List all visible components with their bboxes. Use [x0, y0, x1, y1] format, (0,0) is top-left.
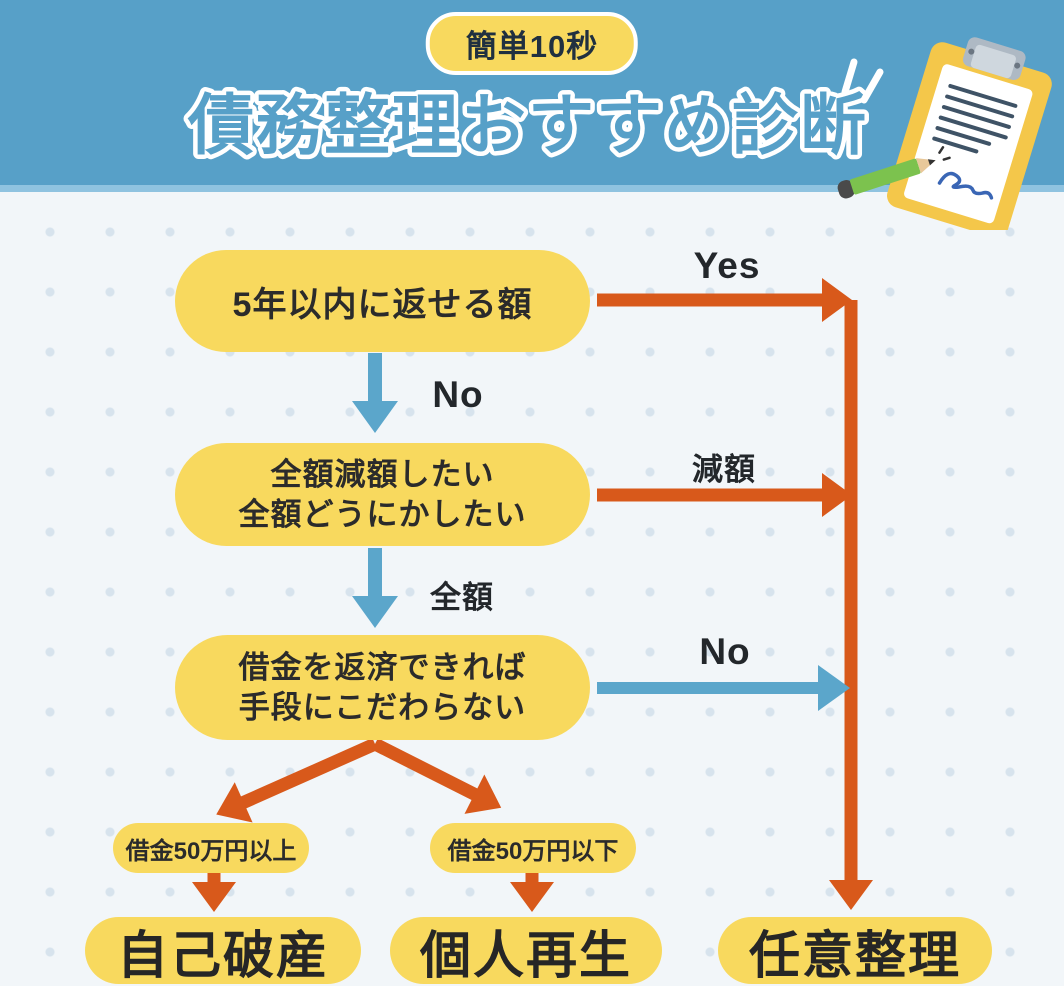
question-2-line1: 全額減額したい	[270, 456, 495, 492]
page-title: 債務整理おすすめ診断	[187, 88, 868, 162]
clipboard-board	[887, 37, 1052, 230]
result-kojin-saisei: 個人再生	[390, 917, 662, 984]
page-title-svg: 債務整理おすすめ診断	[183, 84, 871, 167]
question-3-line1: 借金を返済できれば	[238, 649, 527, 685]
paper-text-lines	[932, 83, 1018, 154]
clipboard-icon	[837, 37, 1052, 230]
label-no-2: No	[699, 631, 751, 672]
question-1-text: 5年以内に返せる額	[232, 285, 533, 324]
emphasis-sparkle-icon	[841, 58, 884, 104]
clipboard-clip	[962, 37, 1026, 81]
flow-question-2: 全額減額したい 全額どうにかしたい	[175, 443, 590, 546]
label-genkaku: 減額	[692, 452, 756, 487]
result-jiko-hasan: 自己破産	[85, 917, 361, 984]
header-bottom-stripe	[0, 185, 1064, 192]
pencil-icon	[837, 146, 951, 199]
condition-badge-left: 借金50万円以上	[113, 823, 309, 873]
result-nini-seiri: 任意整理	[718, 917, 992, 984]
arrow-split-right	[372, 738, 502, 814]
flow-question-3: 借金を返済できれば 手段にこだわらない	[175, 635, 590, 740]
label-no-1: No	[432, 374, 484, 415]
arrow-split-left	[216, 738, 378, 823]
condition-badge-right: 借金50万円以下	[430, 823, 636, 873]
label-yes: Yes	[693, 245, 761, 286]
signature-scribble	[937, 171, 994, 200]
flow-question-1: 5年以内に返せる額	[175, 250, 590, 352]
question-3-line2: 手段にこだわらない	[238, 689, 527, 725]
question-2-line2: 全額どうにかしたい	[238, 496, 527, 532]
label-zengaku: 全額	[430, 580, 494, 615]
quick-time-badge: 簡単10秒	[425, 12, 639, 75]
